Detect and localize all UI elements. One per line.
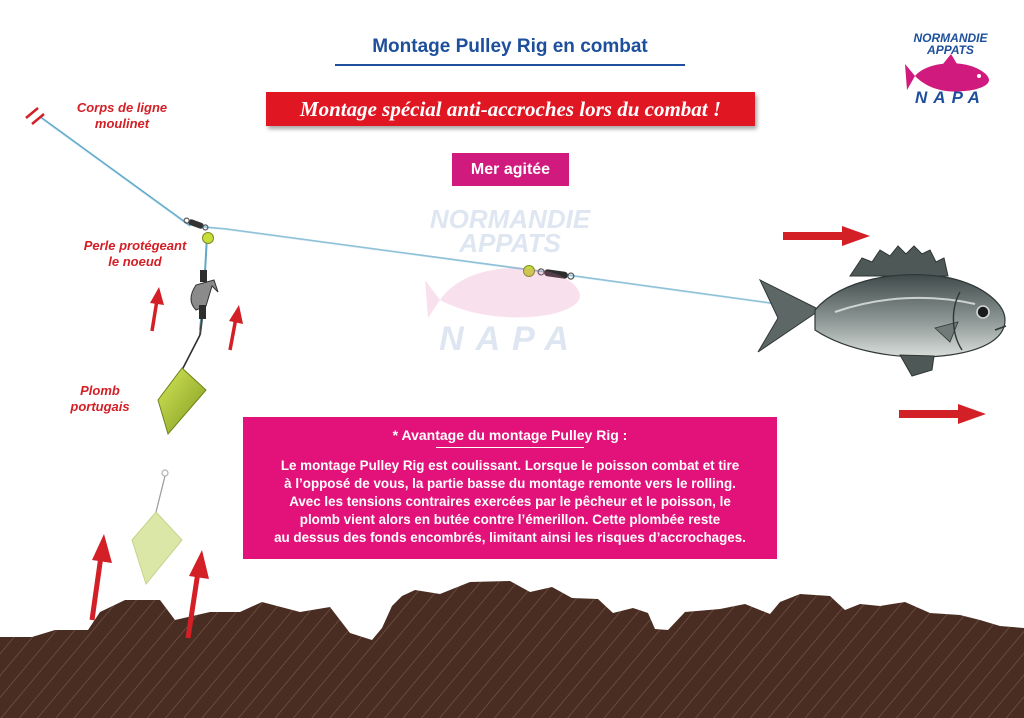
info-title: * Avantage du montage Pulley Rig : bbox=[392, 427, 628, 443]
fish-anal-fin bbox=[899, 354, 935, 377]
bead-icon bbox=[202, 232, 214, 244]
swivel-icon bbox=[183, 217, 209, 231]
line-break-icon bbox=[25, 107, 45, 125]
title-underline bbox=[335, 64, 685, 66]
sea-state-badge: Mer agitée bbox=[452, 153, 569, 186]
main-line bbox=[39, 116, 191, 227]
label-sinker: Plomb portugais bbox=[70, 383, 130, 414]
arrow-icon-up-small-left bbox=[150, 287, 164, 332]
fish-body bbox=[814, 273, 1006, 358]
brand-logo-line1: NORMANDIE bbox=[913, 31, 988, 45]
seabed bbox=[0, 581, 1024, 718]
arrow-icon-right-top bbox=[783, 226, 870, 246]
label-bead: Perle protégeant le noeud bbox=[83, 238, 187, 269]
subtitle-banner: Montage spécial anti-accroches lors du c… bbox=[266, 92, 755, 126]
brand-logo-line2: APPATS bbox=[927, 43, 974, 57]
swivel-icon-2 bbox=[537, 268, 575, 280]
brand-logo-line3: NAPA bbox=[915, 88, 986, 107]
info-body: Le montage Pulley Rig est coulissant. Lo… bbox=[274, 458, 746, 545]
rolling-clip-icon bbox=[190, 270, 219, 336]
fish-illustration bbox=[757, 245, 1007, 377]
info-title-underline bbox=[436, 447, 584, 448]
ghost-sinker-line bbox=[155, 475, 166, 513]
brand-watermark: NORMANDIE APPATS NAPA bbox=[420, 200, 600, 360]
arrow-icon-up-small-right bbox=[228, 305, 243, 351]
fish-dorsal-fin bbox=[849, 245, 949, 277]
brand-logo: NORMANDIE APPATS NAPA bbox=[903, 30, 998, 110]
fish-lateral-line bbox=[834, 296, 976, 313]
watermark-line1: NORMANDIE bbox=[429, 204, 591, 234]
fish-tail bbox=[757, 278, 821, 353]
arrow-icon-up-large-left bbox=[89, 534, 112, 621]
watermark-line2: APPATS bbox=[459, 228, 561, 258]
bead-icon-2 bbox=[523, 265, 535, 277]
arrow-icon-up-large-right bbox=[185, 550, 209, 639]
ghost-sinker-icon bbox=[131, 511, 183, 586]
label-mainline: Corps de ligne moulinet bbox=[76, 100, 168, 131]
fish-eye bbox=[976, 305, 990, 319]
fish-mouth bbox=[994, 325, 1007, 331]
sinker-icon bbox=[157, 367, 207, 436]
watermark-fish-icon bbox=[425, 267, 580, 318]
ghost-sinker-ring bbox=[161, 469, 169, 477]
logo-fish-icon bbox=[905, 54, 989, 92]
fish-gill bbox=[952, 291, 963, 351]
page-title: Montage Pulley Rig en combat bbox=[372, 36, 648, 57]
watermark-line3: NAPA bbox=[439, 320, 581, 358]
sinker-line bbox=[181, 334, 201, 371]
main-line-highlight bbox=[39, 117, 191, 228]
info-box: * Avantage du montage Pulley Rig : Le mo… bbox=[243, 417, 777, 559]
arrow-icon-right-bottom bbox=[899, 404, 986, 424]
